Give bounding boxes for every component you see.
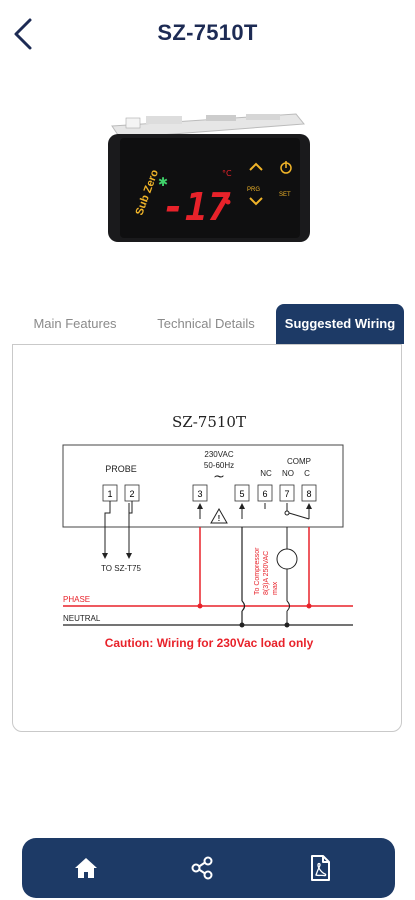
compressor-label: To Compressor [254, 547, 261, 595]
terminal-7: 7 [279, 484, 295, 502]
supply-voltage-label: 230VAC [204, 450, 233, 459]
back-button[interactable] [8, 14, 38, 54]
terminal-3: 3 [192, 484, 208, 502]
pdf-document-icon [311, 855, 330, 881]
c-label: C [304, 469, 310, 478]
pdf-button[interactable] [302, 850, 338, 886]
bottom-nav-bar [22, 838, 395, 898]
compressor-max: max [272, 581, 279, 595]
compressor-icon [276, 548, 298, 570]
product-image: Sub Zero ✱ -17 °C PRG SET [106, 108, 312, 248]
terminal-1: 1 [102, 484, 118, 502]
chevron-left-icon [14, 18, 32, 50]
probe-label: PROBE [105, 464, 137, 474]
page-title: SZ-7510T [157, 20, 258, 45]
neutral-label: NEUTRAL [63, 614, 101, 623]
no-label: NO [282, 469, 294, 478]
svg-text:3: 3 [197, 489, 202, 499]
tab-main-features[interactable]: Main Features [33, 316, 117, 331]
svg-text:7: 7 [284, 489, 289, 499]
warning-icon [210, 507, 228, 524]
share-icon [191, 856, 213, 880]
tab-suggested-wiring[interactable]: Suggested Wiring [276, 304, 404, 344]
svg-text:6: 6 [262, 489, 267, 499]
app-header: SZ-7510T [0, 0, 415, 70]
comp-label: COMP [287, 457, 311, 466]
svg-text:✱: ✱ [158, 175, 168, 189]
nc-label: NC [260, 469, 272, 478]
probe-target-label: TO SZ-T75 [101, 564, 141, 573]
phase-label: PHASE [63, 595, 90, 604]
ac-symbol: ~ [213, 469, 225, 485]
svg-text:2: 2 [129, 489, 134, 499]
wiring-panel: SZ-7510T PROBE 230VAC 50-60Hz ~ COMP NC … [12, 344, 402, 732]
tab-bar: Main Features Technical Details Suggeste… [12, 304, 404, 344]
home-icon [75, 858, 97, 878]
caution-text: Caution: Wiring for 230Vac load only [105, 636, 314, 650]
tab-technical-details[interactable]: Technical Details [157, 316, 255, 331]
svg-text:8: 8 [306, 489, 311, 499]
supply-frequency-label: 50-60Hz [204, 461, 234, 470]
wiring-model-title: SZ-7510T [172, 413, 246, 431]
home-button[interactable] [68, 850, 104, 886]
svg-text:PRG: PRG [247, 187, 260, 193]
share-button[interactable] [184, 850, 220, 886]
wiring-diagram: SZ-7510T PROBE 230VAC 50-60Hz ~ COMP NC … [62, 413, 353, 650]
terminal-5: 5 [234, 484, 250, 502]
svg-text:5: 5 [239, 489, 244, 499]
terminal-8: 8 [301, 484, 317, 502]
terminal-2: 2 [124, 484, 140, 502]
svg-text:SET: SET [279, 192, 291, 198]
svg-text:1: 1 [107, 489, 112, 499]
compressor-rating: 8(3)A 250VAC [263, 551, 270, 595]
svg-text:!: ! [218, 514, 221, 523]
terminal-6: 6 [257, 484, 273, 502]
svg-text:°C: °C [222, 169, 232, 178]
temperature-display: -17 [162, 185, 231, 229]
